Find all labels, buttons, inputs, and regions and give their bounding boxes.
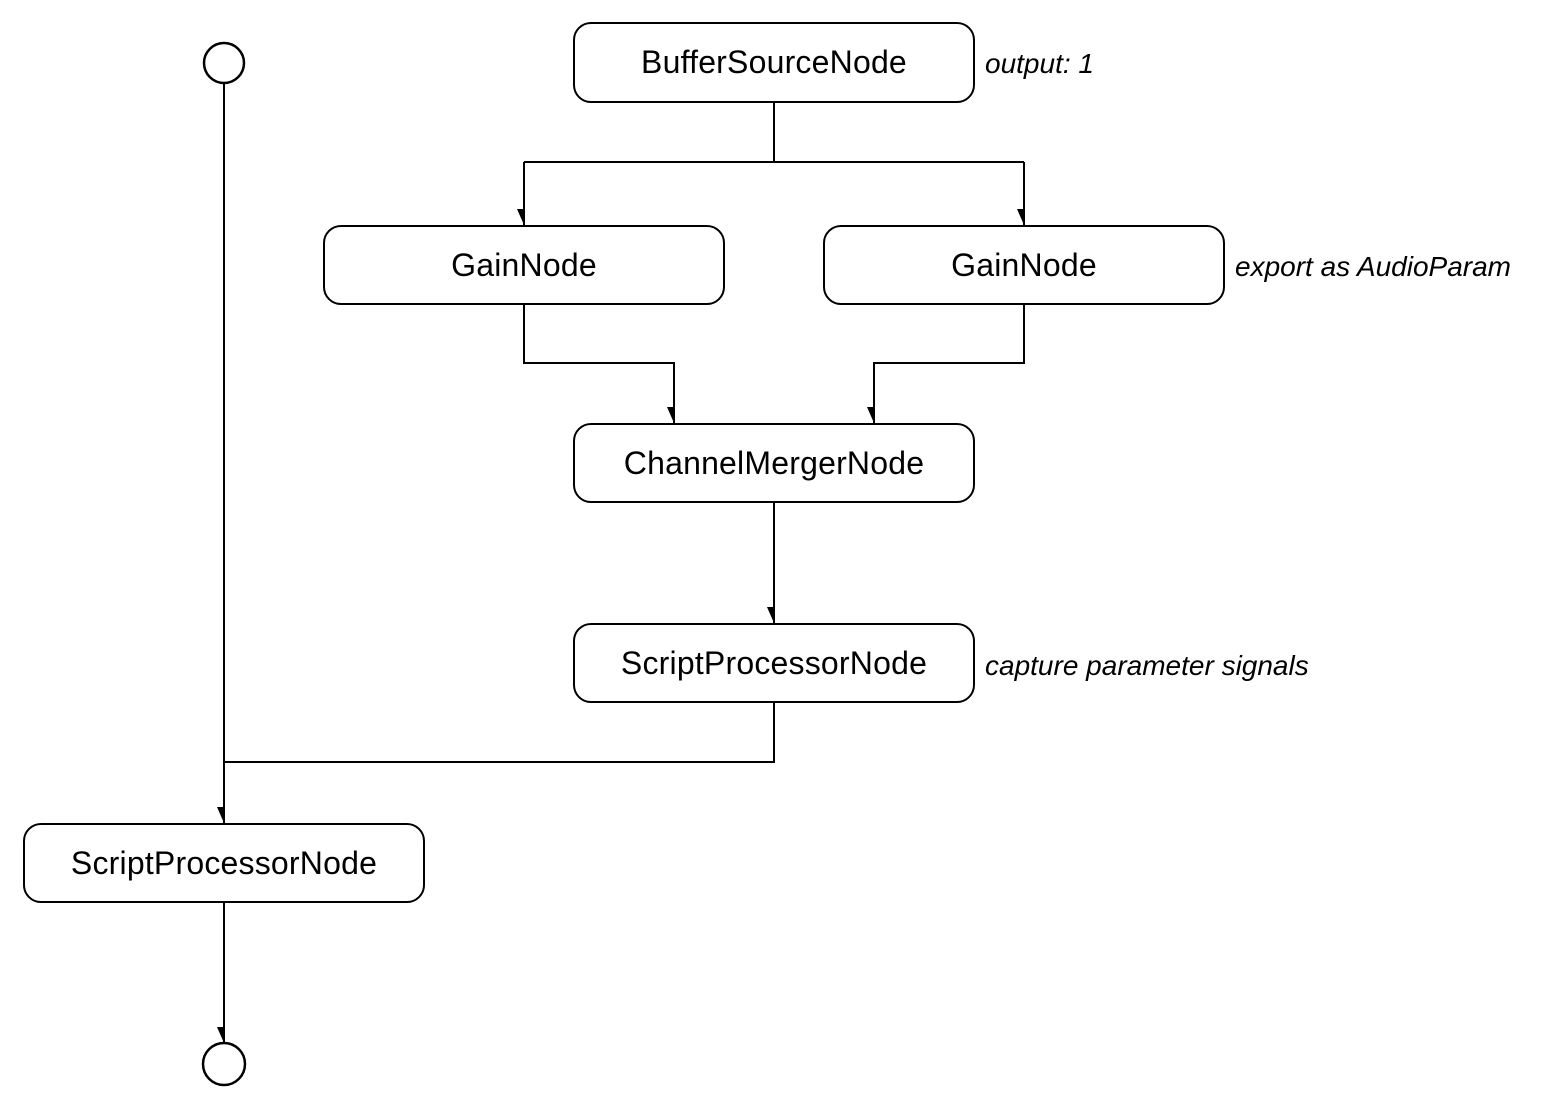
node-channel-merger: ChannelMergerNode [573, 423, 975, 503]
end-terminal-circle [201, 1041, 247, 1087]
annotation-capture-signals: capture parameter signals [985, 650, 1309, 681]
node-gain-right: GainNode [823, 225, 1225, 305]
annotation-export-audioparam: export as AudioParam [1235, 251, 1511, 282]
node-gain-left: GainNode [323, 225, 725, 305]
edge-gain-right-to-merger [874, 305, 1025, 423]
edge-gain-left-to-merger [523, 305, 675, 423]
node-label: BufferSourceNode [641, 44, 907, 80]
node-label: GainNode [451, 246, 597, 283]
node-label: ScriptProcessorNode [70, 844, 378, 881]
edge-scriptprocessor-to-left-rail [224, 703, 775, 763]
node-script-processor-out: ScriptProcessorNode [23, 823, 425, 903]
node-label: ChannelMergerNode [623, 444, 925, 481]
node-script-processor-capture: ScriptProcessorNode [573, 623, 975, 703]
node-label: GainNode [951, 246, 1097, 283]
node-label: ScriptProcessorNode [620, 644, 928, 681]
edge-buffersource-trunk [524, 103, 1024, 163]
start-terminal-circle [202, 41, 246, 85]
node-buffer-source: BufferSourceNode [573, 22, 975, 103]
annotation-output-count: output: 1 [985, 48, 1094, 79]
